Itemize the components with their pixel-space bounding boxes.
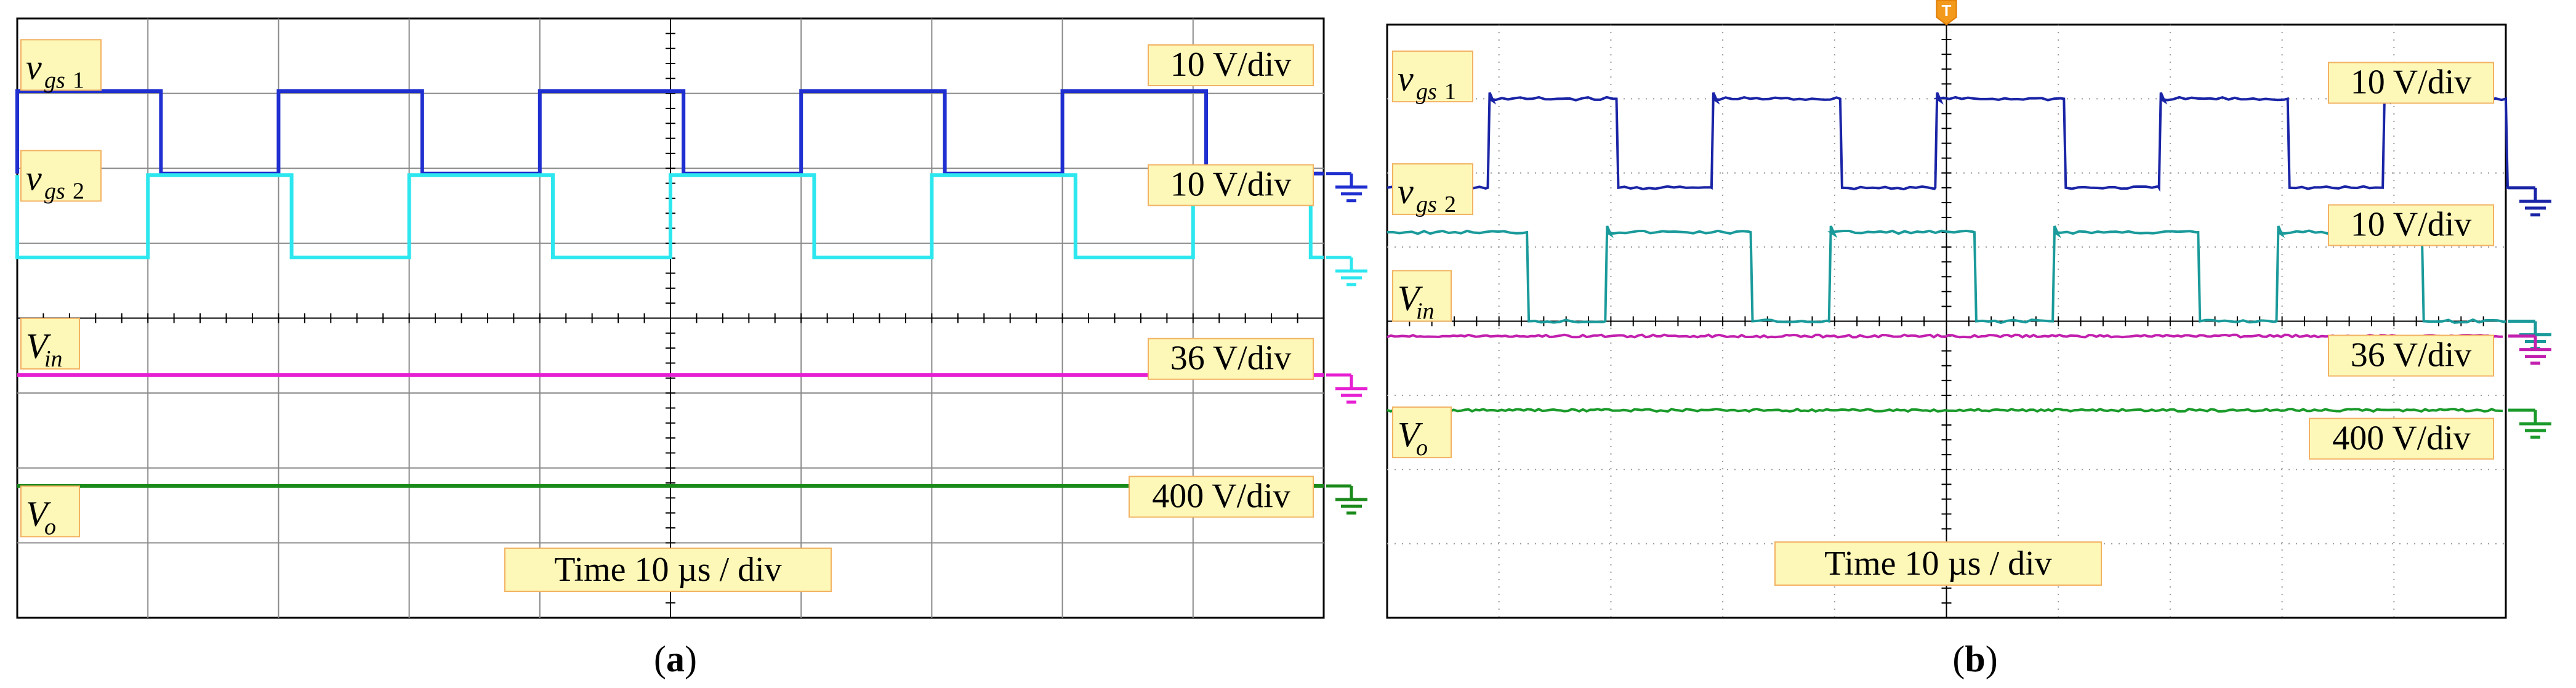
ground-marker-icon: [1326, 373, 1367, 404]
ground-marker-icon: [1326, 484, 1367, 515]
trigger-marker-text: T: [1942, 1, 1952, 20]
ground-marker-icon: [2508, 408, 2551, 439]
scale-label: 10 V/div: [2328, 62, 2494, 104]
scale-label: 36 V/div: [1148, 338, 1314, 380]
channel-label-subscript: gs: [44, 178, 65, 204]
channel-label-v-in: Vin: [20, 317, 80, 372]
trace-v-gs1: [1387, 92, 2510, 192]
channel-label-v-o: Vo: [1392, 406, 1452, 461]
scale-label: 400 V/div: [1129, 476, 1314, 518]
time-scale-text: Time 10 µs / div: [554, 551, 781, 589]
channel-label-v-in: Vin: [1392, 270, 1452, 324]
channel-label-symbol: V: [1398, 278, 1423, 318]
channel-label-symbol: V: [26, 326, 52, 366]
time-scale-text: Time 10 µs / div: [1824, 544, 2051, 583]
channel-label-subscript-index: 1: [1444, 79, 1456, 105]
time-scale-label: Time 10 µs / div: [504, 548, 832, 592]
channel-label-symbol: v: [26, 47, 42, 87]
scale-label-text: 10 V/div: [1170, 166, 1292, 204]
scale-label-text: 10 V/div: [2351, 206, 2472, 244]
channel-label-v-o: Vo: [20, 485, 80, 540]
channel-label-symbol: V: [1398, 415, 1423, 455]
trace-v-in: [1387, 333, 2503, 339]
channel-label-subscript-index: 2: [1444, 192, 1456, 217]
ground-marker-icon: [1326, 256, 1367, 286]
scale-label: 36 V/div: [2328, 334, 2494, 377]
scale-label: 10 V/div: [2328, 204, 2494, 246]
channel-label-subscript: o: [44, 514, 56, 540]
channel-label-subscript-index: 1: [73, 67, 84, 93]
grid: [17, 18, 1324, 618]
channel-label-subscript: gs: [1416, 192, 1437, 217]
scale-label-text: 36 V/div: [1170, 339, 1292, 378]
channel-label-symbol: v: [26, 158, 42, 198]
channel-label-subscript: in: [44, 346, 63, 372]
channel-label-subscript-index: 2: [73, 178, 84, 204]
scale-label: 10 V/div: [1148, 44, 1314, 86]
channel-label-symbol: v: [1398, 59, 1414, 99]
ground-marker-icon: [2508, 186, 2551, 217]
ground-marker-icon: [1326, 172, 1367, 203]
channel-label-subscript: gs: [1416, 79, 1437, 105]
scale-label-text: 400 V/div: [2332, 419, 2471, 457]
scale-label-text: 400 V/div: [1152, 477, 1290, 516]
panel-caption: (b): [1952, 639, 1997, 679]
channel-label-symbol: V: [26, 493, 52, 533]
scale-label: 400 V/div: [2309, 418, 2494, 460]
time-scale-label: Time 10 µs / div: [1774, 541, 2102, 586]
trace-v-o: [1387, 407, 2503, 413]
ground-marker-icon: [2508, 334, 2551, 365]
channel-label-symbol: v: [1398, 171, 1414, 211]
scale-label-text: 10 V/div: [1170, 46, 1292, 84]
trace-v-gs2: [1387, 225, 2506, 325]
scale-label-text: 10 V/div: [2351, 63, 2472, 101]
channel-label-subscript: o: [1416, 435, 1428, 461]
panel-caption: (a): [654, 639, 697, 679]
scale-label: 10 V/div: [1148, 164, 1314, 206]
scale-label-text: 36 V/div: [2351, 336, 2472, 374]
channel-label-subscript: in: [1416, 298, 1435, 324]
channel-label-subscript: gs: [44, 67, 65, 93]
trace-v-gs2: [15, 173, 1324, 259]
trigger-marker-icon: T: [1936, 0, 1957, 26]
